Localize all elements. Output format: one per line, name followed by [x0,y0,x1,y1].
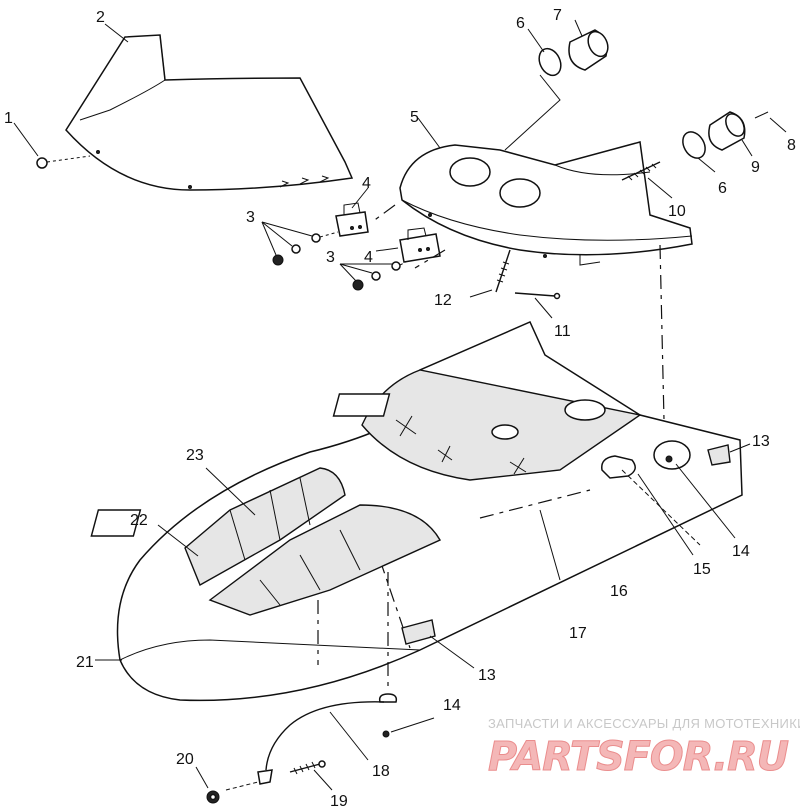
label-6-lower: 6 [718,180,727,197]
watermark: ЗАПЧАСТИ И АКСЕССУАРЫ ДЛЯ МОТОТЕХНИКИ PA… [488,716,800,781]
latch-part-13-upper [707,443,751,466]
fastener-set-lower [339,261,407,291]
bolt-part-10 [621,161,673,199]
label-14-right: 14 [732,543,750,560]
label-16: 16 [610,583,628,600]
fastener-set-upper [261,221,339,266]
label-21: 21 [76,654,94,671]
vent-louver-part-22 [184,467,346,586]
label-19: 19 [330,793,348,810]
label-14-lower: 14 [443,697,461,714]
label-4-lower: 4 [364,249,373,266]
label-2: 2 [96,9,105,26]
label-6-upper: 6 [516,15,525,32]
label-3-lower: 3 [326,249,335,266]
latch-part-13-lower [401,619,475,669]
label-11: 11 [554,323,571,340]
label-3-upper: 3 [246,209,255,226]
label-12: 12 [434,292,452,309]
pin-part-11 [514,292,561,319]
gauge-part-7 [504,19,609,151]
lower-cable-assembly [195,572,435,804]
label-18: 18 [372,763,390,780]
watermark-logo: PARTSFOR.RU [488,734,789,780]
dash-panel-part-17 [332,369,642,581]
watermark-tagline: ЗАПЧАСТИ И АКСЕССУАРЫ ДЛЯ МОТОТЕХНИКИ [488,716,800,731]
assembly-lines [371,204,665,421]
knob-part-14-upper [653,440,736,539]
label-5: 5 [410,109,419,126]
part-labels: 2 1 6 7 5 8 9 6 4 10 3 4 3 12 11 13 23 2… [4,7,796,810]
cable-part-12 [469,249,511,298]
label-7: 7 [553,7,562,24]
label-13-right: 13 [752,433,770,450]
label-10: 10 [668,203,686,220]
bracket-part-lower [399,227,441,263]
leader-lines [95,23,441,661]
bracket-part-upper [335,202,369,237]
label-1: 1 [4,110,13,127]
label-8: 8 [787,137,796,154]
label-23: 23 [186,447,204,464]
windshield-part [65,34,354,191]
instrument-pod-part [399,141,693,266]
clip-part-15 [601,455,701,556]
gauge-part-9 [682,111,787,173]
label-13-lower: 13 [478,667,496,684]
label-15: 15 [693,561,711,578]
label-17: 17 [569,625,587,642]
label-4-upper: 4 [362,175,371,192]
screw-part-1 [13,122,91,169]
label-9: 9 [751,159,760,176]
vent-louver-part-23 [90,504,441,616]
label-20: 20 [176,751,194,768]
label-22: 22 [130,512,148,529]
